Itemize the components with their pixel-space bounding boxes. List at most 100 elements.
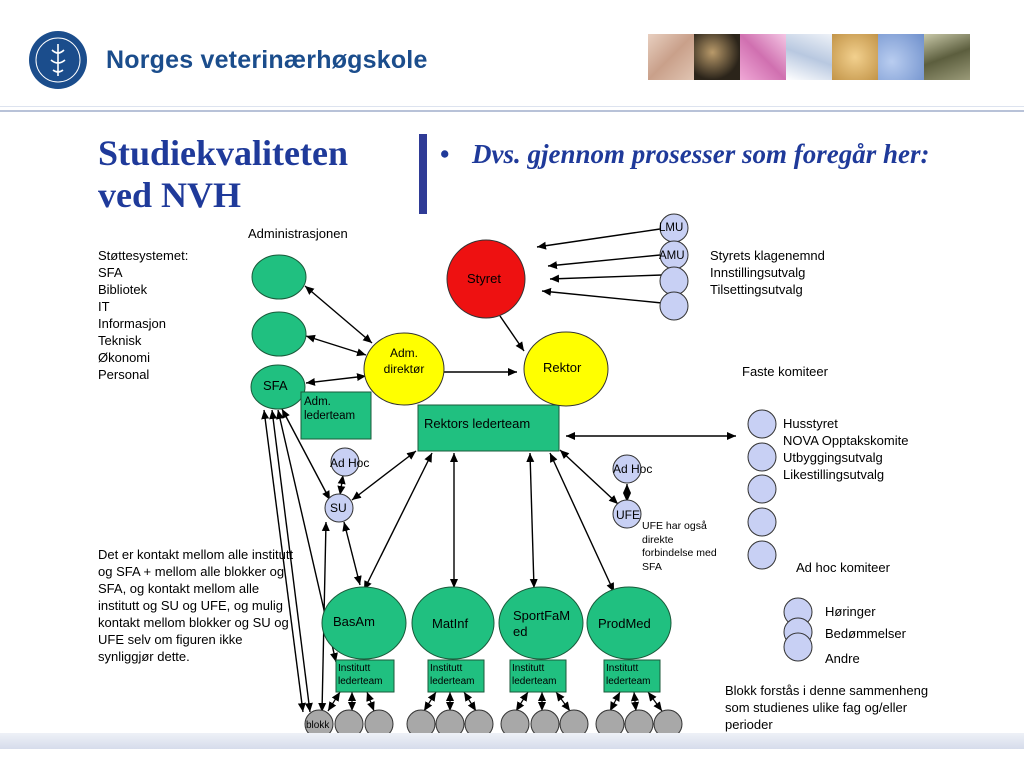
brand-name: Norges veterinærhøgskole — [106, 46, 428, 74]
arrow-amu-styret — [547, 254, 661, 270]
blokk-label: blokk — [306, 720, 330, 731]
arrow-green2-admdir — [305, 334, 367, 357]
komite-circle — [747, 474, 777, 504]
kontakt-note: Det er kontakt mellom alle institutt og … — [98, 547, 294, 664]
arrow-lmu-left — [536, 228, 661, 250]
su-label: SU — [330, 501, 347, 515]
prodmed-circle — [586, 586, 672, 660]
header-photo — [878, 34, 924, 80]
institutt-lederteam-label: Institutt lederteam — [606, 663, 651, 687]
komite-item: Utbyggingsutvalg — [783, 450, 883, 465]
arrow-sfa-admdir — [305, 373, 367, 386]
sportfamed-label: SportFaMed — [513, 608, 571, 639]
arrow-green1-admdir — [304, 285, 373, 344]
arrow-su-basam — [342, 521, 362, 586]
arrow-institutt-blokk — [463, 691, 477, 712]
komite-item: Likestillingsutvalg — [783, 467, 885, 482]
adhoc-komite-circle — [783, 632, 813, 662]
komite-item: Husstyret — [783, 416, 838, 431]
arrow-styret-rektor — [499, 315, 525, 352]
stottesystemet-item: SFA — [98, 265, 123, 280]
stottesystemet-item: Bibliotek — [98, 282, 148, 297]
styret-label: Styret — [467, 271, 501, 286]
footer-band — [0, 733, 1024, 749]
stottesystemet-list: Støttesystemet: SFA Bibliotek IT Informa… — [98, 247, 188, 383]
administrasjonen-label: Administrasjonen — [248, 226, 348, 241]
title-line-2: ved NVH — [98, 175, 241, 215]
sportfamed-circle — [498, 586, 584, 660]
bullet-text: Dvs. gjennom prosesser som foregår her: — [472, 139, 930, 169]
basam-label: BasAm — [333, 614, 375, 629]
prodmed-label: ProdMed — [598, 616, 651, 631]
adm-lederteam-label: Adm. lederteam — [304, 396, 356, 422]
header-photo — [648, 34, 694, 80]
sfa-label: SFA — [263, 378, 288, 393]
blokk-note: Blokk forstås i denne sammenheng som stu… — [725, 683, 929, 732]
faste-komiteer-label: Faste komiteer — [742, 364, 828, 379]
bullet-marker: • — [440, 139, 450, 169]
ad-hoc-item: Andre — [825, 651, 860, 666]
nvh-logo — [28, 30, 88, 90]
title-line-1: Studiekvaliteten — [98, 133, 349, 173]
arrow-lederteam-prodmed — [549, 452, 615, 593]
committee-circle-3 — [659, 266, 689, 296]
ufe-circle — [612, 499, 642, 529]
institutt-lederteam-label: Institutt lederteam — [338, 663, 383, 687]
komite-circle — [747, 540, 777, 570]
rektors-lederteam-label: Rektors lederteam — [424, 416, 531, 431]
rektor-label: Rektor — [543, 360, 582, 375]
komite-circle — [747, 409, 777, 439]
arrow-committee-styret — [549, 274, 663, 283]
su-circle — [324, 493, 354, 523]
header-photo — [924, 34, 970, 80]
support-circle-2 — [251, 311, 307, 357]
komite-circle — [747, 442, 777, 472]
arrow-institutt-blokk — [327, 691, 341, 712]
arrow-adhoc-su — [337, 474, 346, 496]
styrets-item: Innstillingsutvalg — [710, 265, 806, 280]
ad-hoc-right-circle — [612, 454, 642, 484]
arrow-institutt-blokk — [515, 691, 529, 712]
komite-item: NOVA Opptakskomite — [783, 433, 909, 448]
institutt-lederteam-box — [509, 659, 567, 693]
stottesystemet-item: Teknisk — [98, 333, 142, 348]
institutt-lederteam-label: Institutt lederteam — [512, 663, 557, 687]
stottesystemet-item: IT — [98, 299, 110, 314]
ad-hoc-left-circle — [330, 447, 360, 477]
lmu-label: LMU — [659, 222, 684, 234]
styret-circle — [446, 239, 526, 319]
header-photo-strip — [648, 34, 970, 80]
ad-hoc-komiteer-label: Ad hoc komiteer — [796, 560, 890, 575]
arrow-institutt-blokk — [630, 691, 640, 712]
header-photo — [694, 34, 740, 80]
arrow-institutt-blokk — [609, 691, 621, 712]
adm-direktor-label: Adm. direktør — [383, 346, 425, 376]
institutt-lederteam-box — [603, 659, 661, 693]
rektors-lederteam-box — [417, 404, 560, 452]
sfa-circle — [250, 364, 306, 410]
styrets-list: Styrets klagenemnd Innstillingsutvalg Ti… — [710, 247, 825, 298]
adm-lederteam-box — [300, 391, 372, 440]
stottesystemet-item: Støttesystemet: — [98, 248, 189, 263]
support-circle-1 — [251, 254, 307, 300]
stottesystemet-item: Informasjon — [98, 316, 166, 331]
styrets-item: Styrets klagenemnd — [710, 248, 825, 263]
arrow-lederteam-sportfamed — [526, 452, 538, 589]
header-photo — [832, 34, 878, 80]
basam-circle — [321, 586, 407, 660]
adm-direktor-circle — [363, 332, 445, 406]
institutt-lederteam-box — [335, 659, 395, 693]
institutt-lederteam-label: Institutt lederteam — [430, 663, 475, 687]
arrow-institutt-blokk — [555, 691, 571, 712]
rektor-circle — [523, 331, 609, 407]
komiteer-list: Husstyret NOVA Opptakskomite Utbyggingsu… — [783, 415, 908, 483]
arrow-lederteam-ufe — [559, 449, 619, 505]
header-rule-light — [0, 106, 1024, 107]
matinf-label: MatInf — [432, 616, 469, 631]
ad-hoc-right-label: Ad Hoc — [613, 462, 653, 476]
matinf-circle — [411, 586, 495, 660]
stottesystemet-item: Økonomi — [98, 350, 151, 365]
ufe-label: UFE — [616, 508, 640, 522]
title-separator — [419, 134, 427, 214]
